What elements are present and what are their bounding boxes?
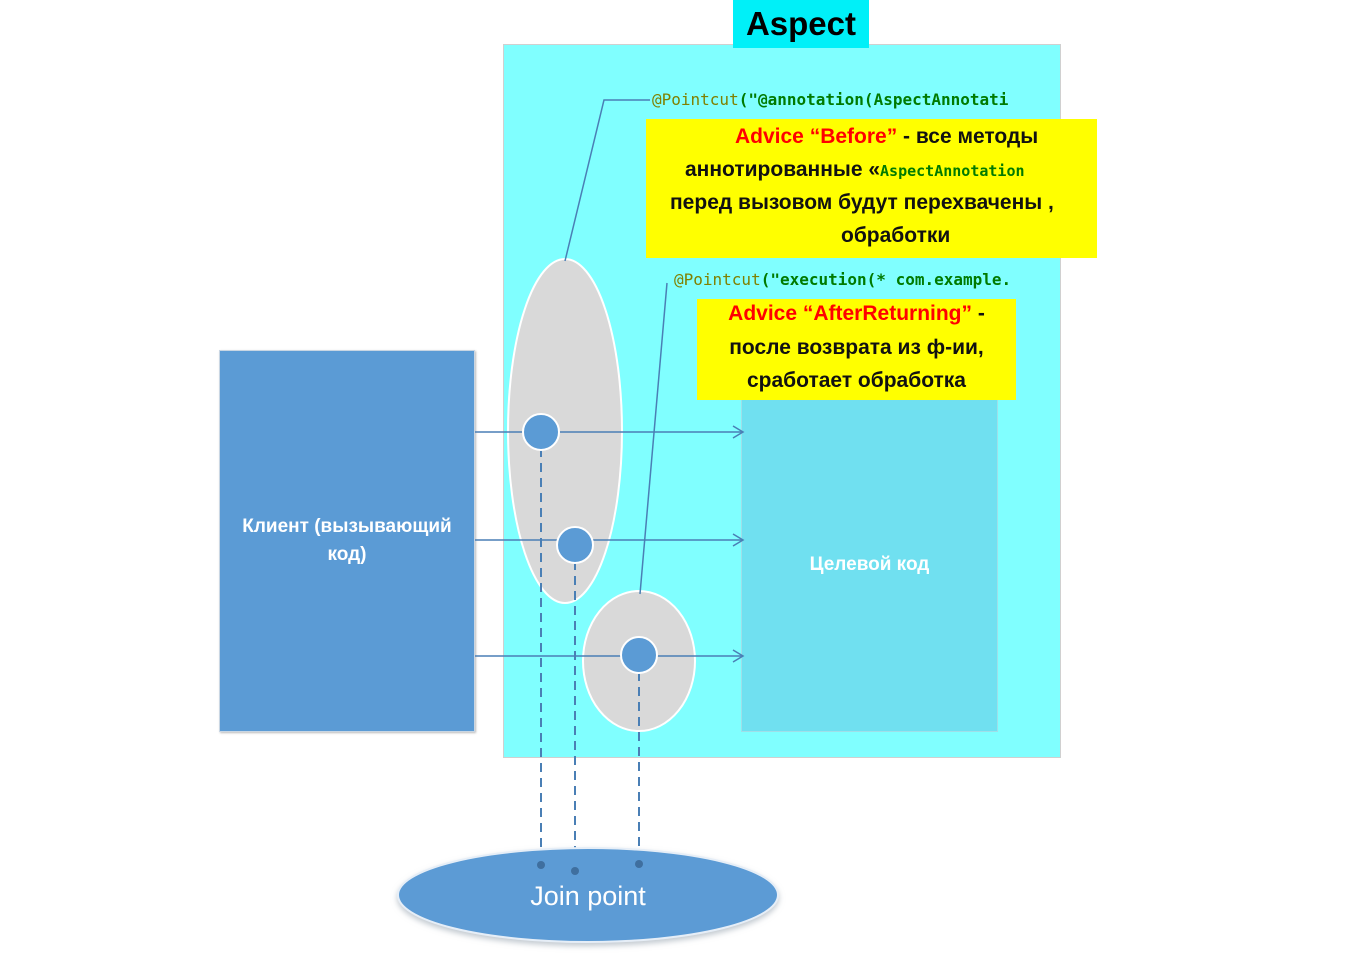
advice-after-line-3: сработает обработка xyxy=(746,369,966,392)
pointcut-keyword-1: @Pointcut xyxy=(652,90,739,109)
target-code-label: Целевой код xyxy=(809,554,930,575)
pointcut-1-leader xyxy=(564,99,650,262)
advice-after-line-2: после возврата из ф-ии, xyxy=(729,336,984,359)
advice-afterreturning-callout: Advice “AfterReturning” - после возврата… xyxy=(697,299,1016,400)
client-label: Клиент (вызывающий код) xyxy=(242,516,452,565)
target-code-box: Целевой код xyxy=(741,398,998,732)
advice-before-line-2-code: AspectAnnotation xyxy=(880,162,1025,180)
advice-after-line-1-rest: - xyxy=(972,302,985,325)
interception-point-2 xyxy=(556,526,594,564)
joinpoint-dot-3 xyxy=(635,860,643,868)
pointcut-annotation-1: @Pointcut("@annotation(AspectAnnotati xyxy=(652,88,1097,112)
pointcut-keyword-2: @Pointcut xyxy=(674,270,761,289)
advice-before-callout: Advice “Before” - все методы аннотирован… xyxy=(646,119,1097,258)
pointcut-expression-2: ("execution(* com.example. xyxy=(760,270,1012,289)
advice-before-line-3: перед вызовом будут перехвачены , xyxy=(670,191,1054,214)
joinpoint-label: Join point xyxy=(530,881,646,911)
advice-before-line-1-rest: - все методы xyxy=(897,125,1039,148)
advice-after-name: Advice “AfterReturning” xyxy=(728,302,973,325)
joinpoint-ellipse xyxy=(397,847,779,943)
interception-point-1 xyxy=(522,413,560,451)
joinpoint-dot-2 xyxy=(571,867,579,875)
advice-before-line-4: обработки xyxy=(841,224,951,247)
advice-after-line-1: Advice “AfterReturning” - xyxy=(697,302,1016,326)
client-box: Клиент (вызывающий код) xyxy=(219,350,475,732)
advice-before-line-2: аннотированные «AspectAnnotation xyxy=(685,158,1025,182)
pointcut-2-leader xyxy=(639,282,668,595)
aspect-title: Aspect xyxy=(733,0,869,48)
interception-point-3 xyxy=(620,636,658,674)
pointcut-annotation-2: @Pointcut("execution(* com.example. xyxy=(674,268,1097,292)
advice-before-line-2-text: аннотированные « xyxy=(685,158,881,181)
advice-before-name: Advice “Before” xyxy=(735,125,898,148)
joinpoint-dot-1 xyxy=(537,861,545,869)
advice-before-line-1: Advice “Before” - все методы xyxy=(735,125,1038,149)
pointcut-expression-1: ("@annotation(AspectAnnotati xyxy=(738,90,1009,109)
